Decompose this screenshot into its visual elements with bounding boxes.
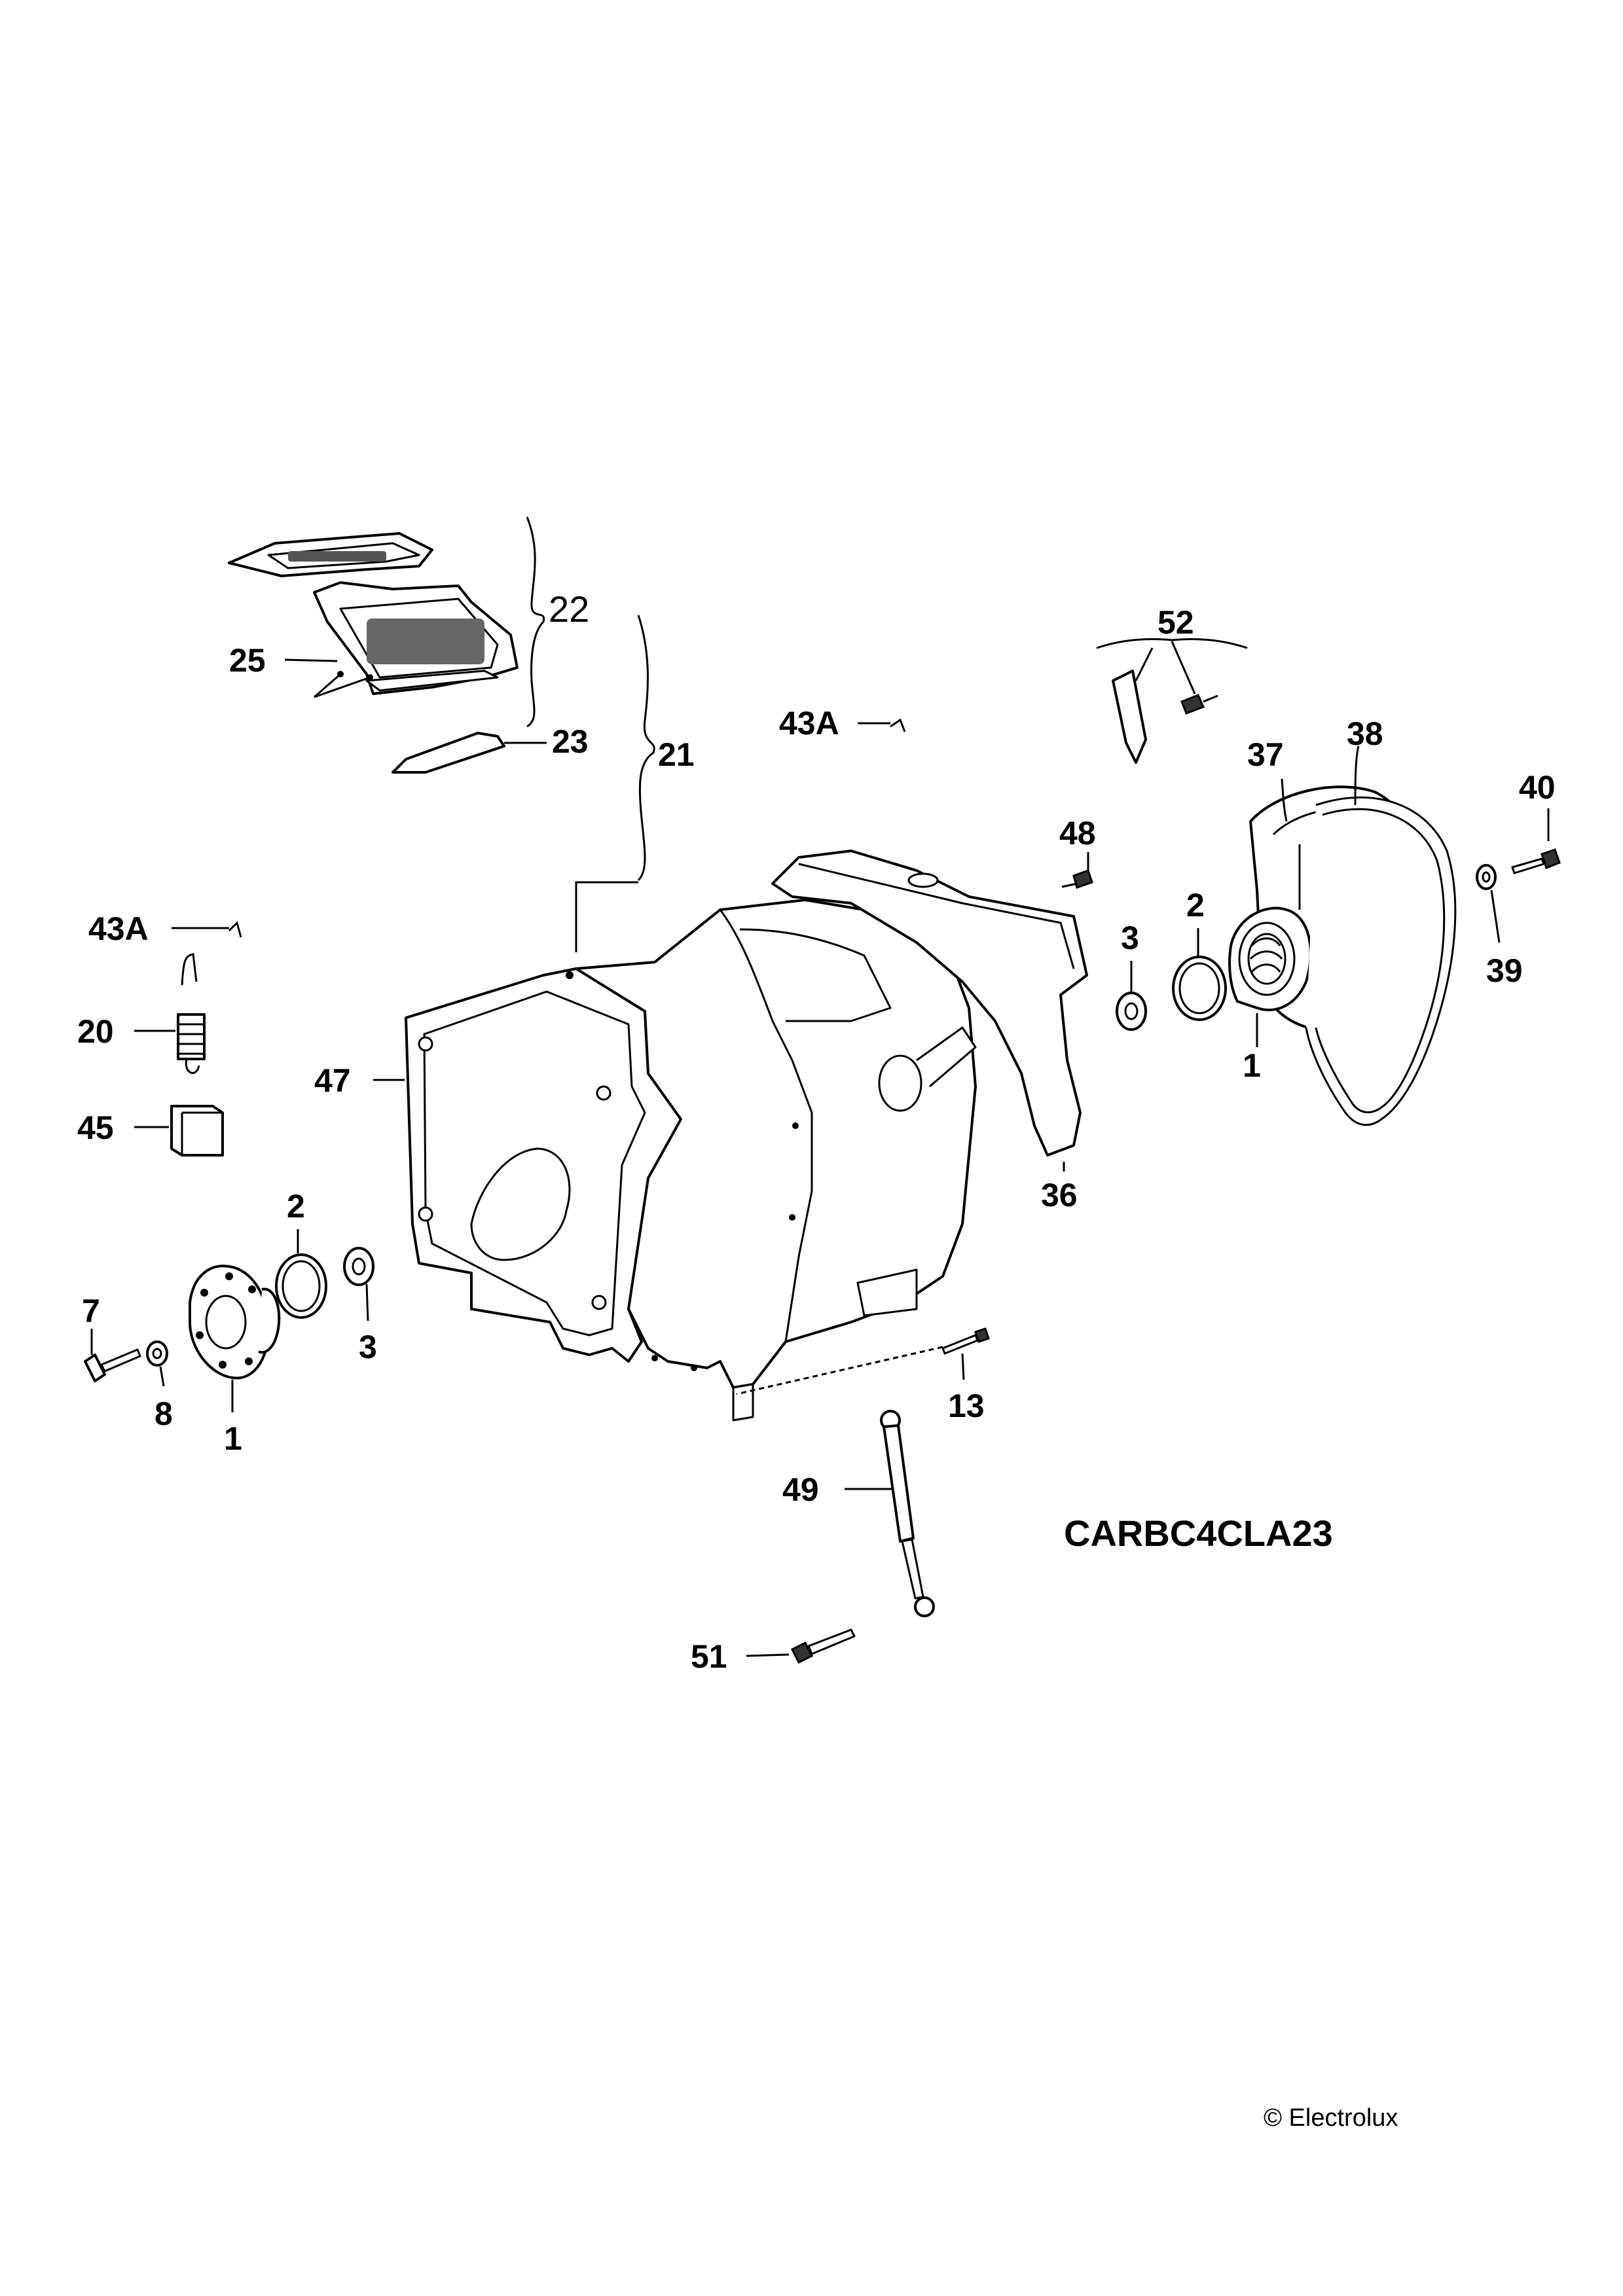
label-49: 49 — [782, 1471, 819, 1508]
tub-body — [566, 899, 977, 1422]
diagram-code: CARBC4CLA23 — [1064, 1513, 1333, 1554]
label-2-right: 2 — [1186, 887, 1205, 924]
label-3-left: 3 — [359, 1329, 377, 1365]
part-1-left-bearing-housing — [189, 1265, 281, 1412]
brace-22 — [526, 516, 545, 728]
label-25: 25 — [229, 642, 266, 679]
part-13-bolt — [736, 1327, 990, 1395]
part-20-spring — [134, 953, 206, 1074]
part-47-tub-front — [373, 967, 682, 1363]
label-47: 47 — [314, 1062, 351, 1099]
label-52: 52 — [1158, 604, 1194, 641]
label-43a-left: 43A — [88, 910, 149, 947]
part-2-right-seal — [1172, 928, 1227, 1021]
label-1-left: 1 — [224, 1420, 242, 1457]
copyright-notice: © Electrolux — [1264, 2104, 1398, 2132]
part-8-washer — [146, 1340, 168, 1387]
part-40-bolt — [1511, 808, 1561, 874]
label-3-right: 3 — [1121, 920, 1139, 956]
label-51: 51 — [691, 1638, 727, 1675]
label-8: 8 — [155, 1395, 173, 1432]
part-3-right-washer — [1116, 961, 1147, 1031]
part-36-tub-bracket — [771, 850, 1088, 1172]
part-43a-left-clip — [172, 921, 242, 938]
part-38-belt — [1305, 745, 1457, 1126]
part-22-filter-grilles — [228, 532, 519, 695]
label-48: 48 — [1059, 815, 1096, 852]
part-45-counterweight-block — [134, 1105, 224, 1157]
label-23: 23 — [552, 723, 589, 760]
label-22: 22 — [549, 588, 589, 630]
part-25-screws — [284, 658, 373, 698]
part-7-bolt — [84, 1329, 141, 1382]
label-40: 40 — [1519, 769, 1556, 806]
part-43a-top-clip — [858, 718, 906, 732]
label-43a-top: 43A — [779, 705, 839, 742]
label-13: 13 — [948, 1388, 985, 1424]
label-38: 38 — [1347, 715, 1383, 752]
label-39: 39 — [1486, 952, 1523, 989]
part-39-washer — [1476, 864, 1501, 943]
part-51-pin — [746, 1628, 856, 1664]
label-7: 7 — [82, 1293, 100, 1329]
part-23-baffle — [392, 732, 547, 774]
label-20: 20 — [77, 1013, 114, 1050]
label-45: 45 — [77, 1109, 114, 1146]
label-36: 36 — [1041, 1177, 1078, 1213]
label-37: 37 — [1247, 736, 1284, 773]
part-3-left-washer — [343, 1247, 374, 1321]
part-49-shock-absorber — [845, 1410, 935, 1617]
label-21: 21 — [658, 736, 695, 773]
brace-21 — [637, 615, 655, 882]
part-48-screw — [1061, 852, 1093, 889]
part-52-bracket-and-screw — [1096, 637, 1248, 764]
label-1-right: 1 — [1243, 1047, 1261, 1084]
part-2-left-seal — [275, 1229, 327, 1319]
label-2-left: 2 — [287, 1188, 305, 1225]
